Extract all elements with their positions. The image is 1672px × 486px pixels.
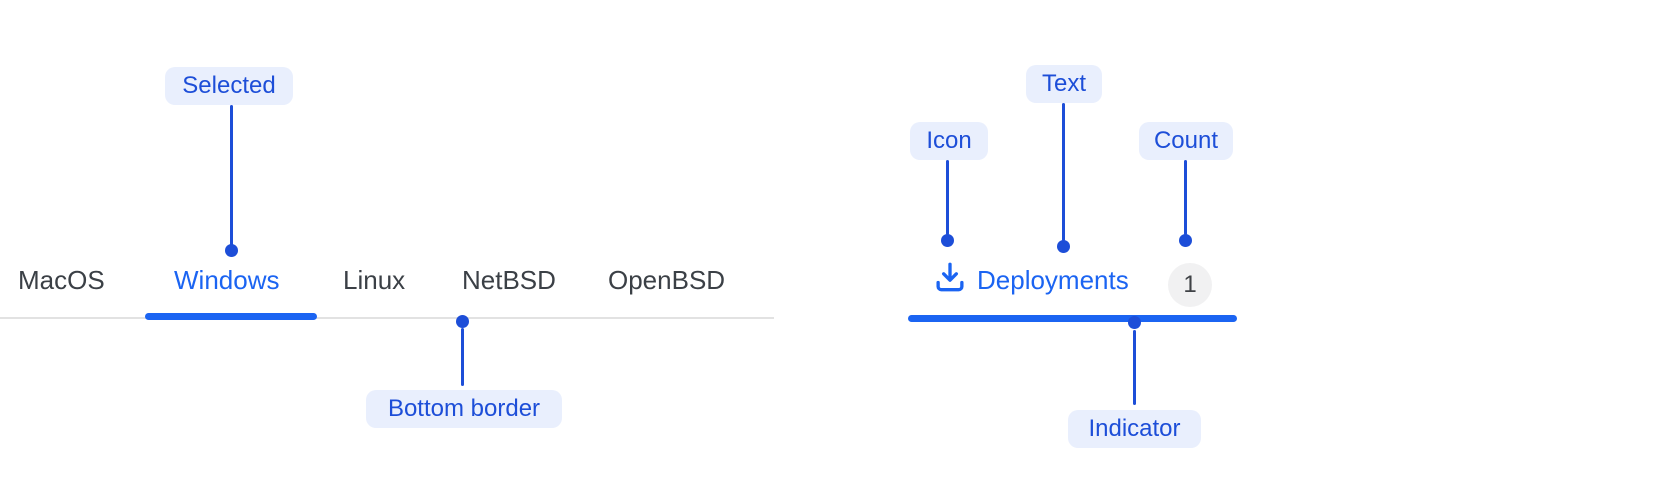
annotation-bottom-border-leader-line [461, 328, 464, 386]
annotation-text-label: Text [1026, 65, 1102, 103]
annotation-count-dot [1179, 234, 1192, 247]
annotation-count-leader-line [1184, 160, 1187, 235]
tab-macos[interactable]: MacOS [18, 265, 105, 295]
tab-deployments[interactable]: Deployments [977, 265, 1129, 295]
annotation-selected-leader-line [230, 105, 233, 246]
tab-count-badge: 1 [1168, 263, 1212, 307]
annotation-indicator-leader-line [1133, 330, 1136, 405]
annotation-selected-dot [225, 244, 238, 257]
annotation-text-leader-line [1062, 103, 1065, 241]
tab-openbsd[interactable]: OpenBSD [608, 265, 726, 295]
annotation-indicator-dot [1128, 316, 1141, 329]
annotation-icon-label: Icon [910, 122, 988, 160]
annotation-count-label: Count [1139, 122, 1233, 160]
tab-windows[interactable]: Windows [174, 265, 280, 295]
tab-netbsd[interactable]: NetBSD [462, 265, 556, 295]
annotation-icon-dot [941, 234, 954, 247]
tab-linux[interactable]: Linux [343, 265, 406, 295]
annotation-bottom-border-label: Bottom border [366, 390, 562, 428]
selected-tab-underline [145, 313, 317, 320]
annotation-bottom-border-dot [456, 315, 469, 328]
annotation-icon-leader-line [946, 160, 949, 235]
selected-tab-indicator [908, 315, 1237, 322]
tabbar-bottom-border [0, 317, 774, 319]
annotation-selected-label: Selected [165, 67, 293, 105]
annotation-text-dot [1057, 240, 1070, 253]
download-icon [931, 258, 969, 296]
annotation-indicator-label: Indicator [1068, 410, 1201, 448]
